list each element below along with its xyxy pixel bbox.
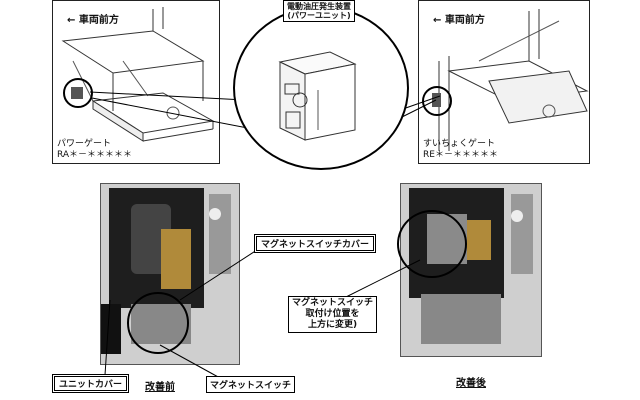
after-caption: 改善後 xyxy=(456,378,486,389)
relocated-switch-callout: マグネットスイッチ 取付け位置を 上方に変更) xyxy=(288,296,378,333)
left-diagram-panel: ← 車両前方 パワーゲート RA＊－＊＊＊＊＊ xyxy=(52,0,220,164)
power-unit-label: 電動油圧発生装置 (パワーユニット) xyxy=(283,0,355,22)
right-product-name: すいちょくゲート xyxy=(423,139,496,149)
before-switch-circle xyxy=(127,292,189,354)
before-caption: 改善前 xyxy=(145,382,175,393)
switch-cover-callout: マグネットスイッチカバー xyxy=(254,234,377,253)
magnet-switch-callout: マグネットスイッチ xyxy=(206,376,296,393)
right-arrow-icon: ← xyxy=(433,15,442,26)
left-product-code: RA＊－＊＊＊＊＊ xyxy=(57,150,133,160)
after-switch-circle xyxy=(397,210,467,278)
left-direction-label: ← 車両前方 xyxy=(67,15,119,26)
right-direction-label: ← 車両前方 xyxy=(433,15,485,26)
right-diagram-panel: ← 車両前方 すいちょくゲート RE＊－＊＊＊＊＊ xyxy=(418,0,590,164)
unit-cover-callout: ユニットカバー xyxy=(52,374,130,393)
left-arrow-icon: ← xyxy=(67,15,76,26)
right-product-code: RE＊－＊＊＊＊＊ xyxy=(423,150,498,160)
power-gate-drawing xyxy=(61,7,215,142)
left-product-name: パワーゲート xyxy=(57,139,112,149)
vertical-gate-drawing xyxy=(422,9,589,151)
